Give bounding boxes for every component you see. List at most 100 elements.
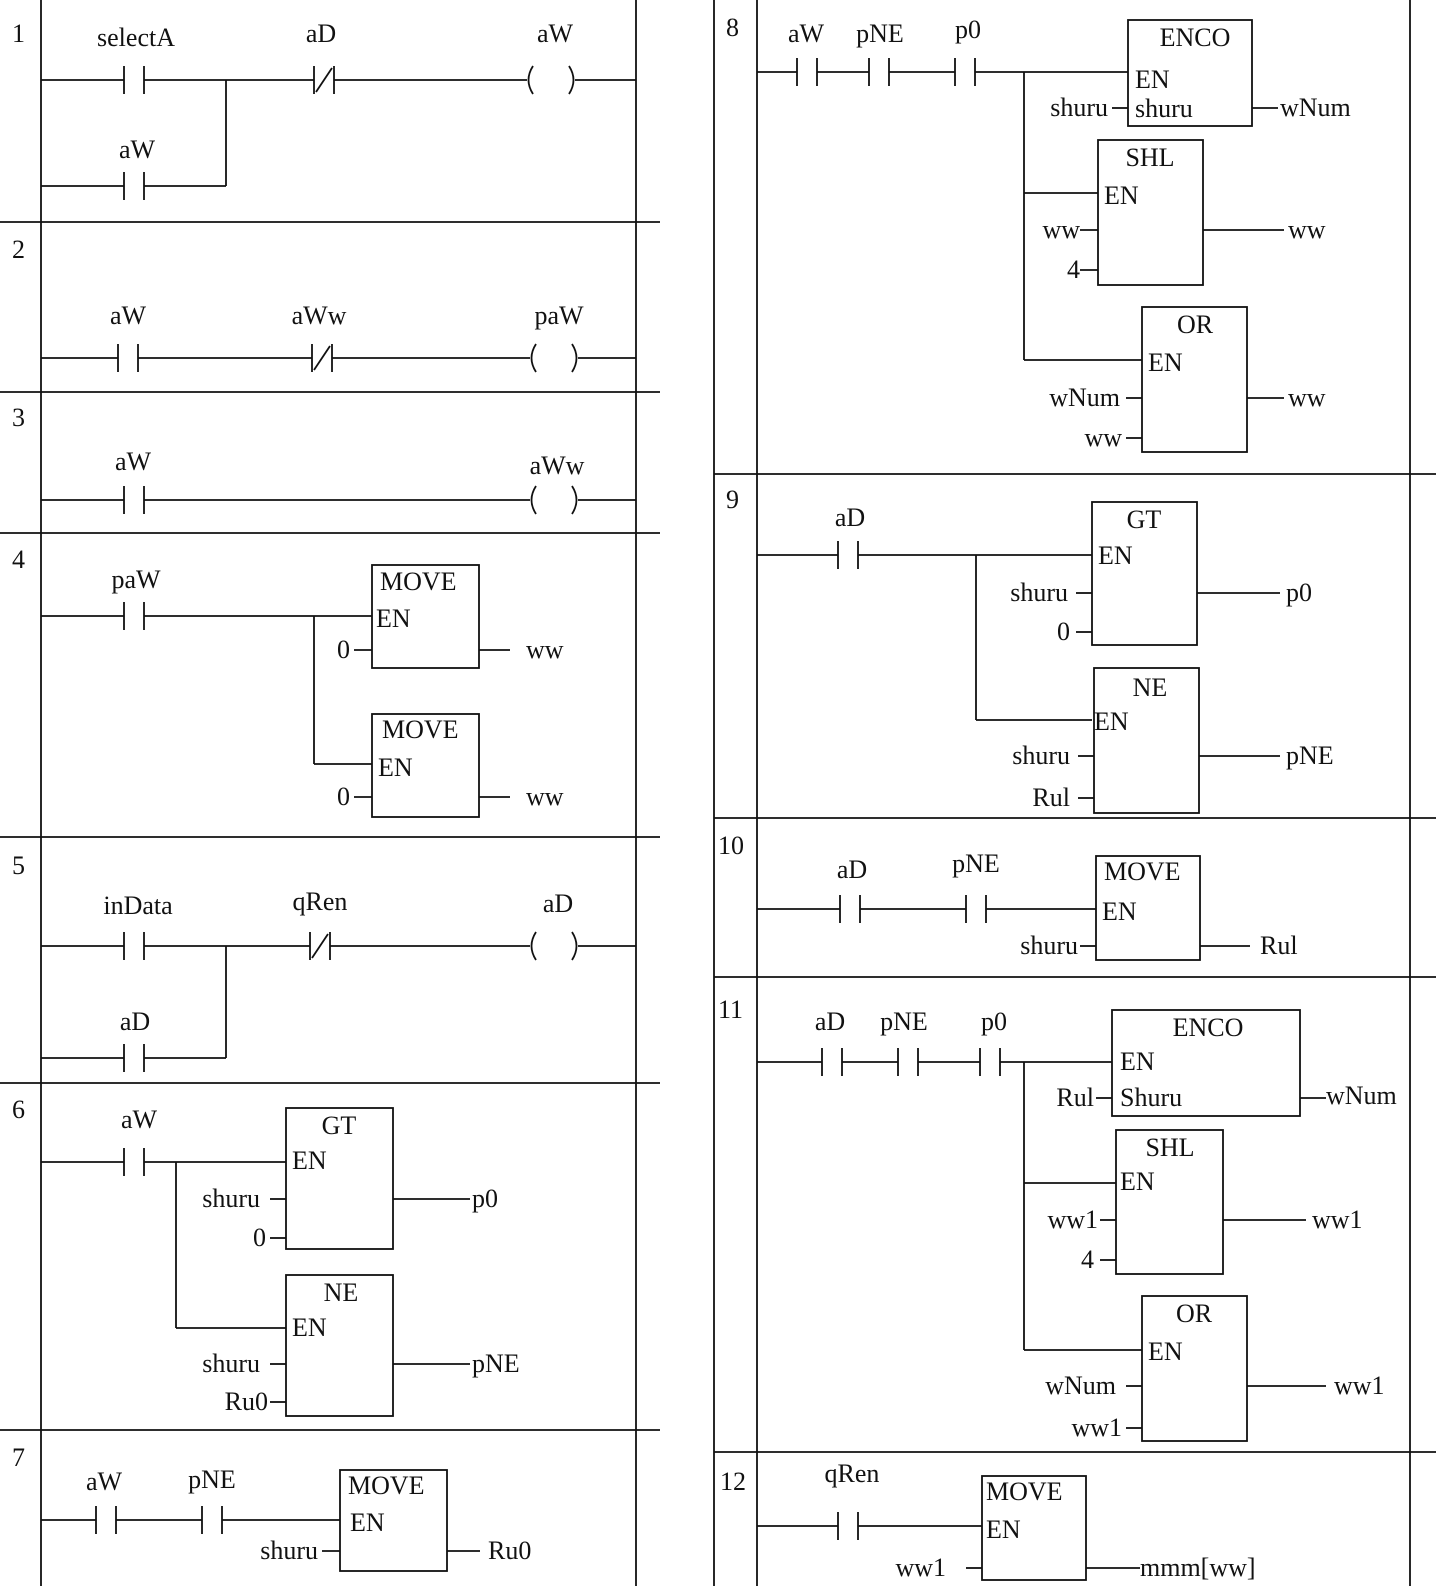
coil [527,65,534,95]
contact-label: aW [119,135,156,164]
network-number: 11 [718,995,743,1024]
en-pin-label: EN [292,1146,327,1175]
network-1: 1 selectA aD aW aW [12,19,636,200]
network-number: 6 [12,1095,25,1124]
en-pin-label: EN [1102,897,1137,926]
contact-label: paW [111,565,161,594]
output-label: ww [526,782,564,811]
network-number: 8 [726,13,739,42]
en-pin-label: EN [378,753,413,782]
contact-label: pNE [952,849,1000,878]
network-number: 12 [720,1467,746,1496]
input-label: shuru [260,1536,318,1565]
contact-label: aW [115,447,152,476]
function-block-or [1141,1295,1248,1442]
input-label: Rul [1056,1083,1094,1112]
block-title: MOVE [986,1477,1063,1506]
contact-label: aD [120,1007,150,1036]
input-label: ww1 [1071,1413,1122,1442]
output-label: ww [526,635,564,664]
function-block-enco [1127,19,1253,127]
output-label: wNum [1326,1081,1397,1110]
block-title: NE [1133,673,1168,702]
contact-label: aWw [292,301,347,330]
en-pin-label: EN [376,604,411,633]
coil [530,485,537,515]
coil [530,343,537,373]
network-number: 5 [12,851,25,880]
input-label: wNum [1049,383,1120,412]
output-label: ww1 [1334,1371,1385,1400]
en-pin-label: EN [1148,1337,1183,1366]
network-6: 6 aW GT EN shuru 0 p0 NE EN shuru Ru0 pN… [12,1095,520,1417]
block-title: SHL [1145,1133,1194,1162]
block-title: MOVE [1104,857,1181,886]
contact-label: aD [837,855,867,884]
output-label: Rul [1260,931,1298,960]
function-block-move [339,1469,448,1572]
contact-label: pNE [856,19,904,48]
function-block-move [981,1475,1087,1581]
en-pin-label: EN [1094,707,1129,736]
contact-label: aD [835,503,865,532]
input-label: 0 [337,782,350,811]
network-3: 3 aW aWw [12,403,636,515]
function-block-or [1141,306,1248,453]
output-label: p0 [1286,578,1312,607]
output-label: mmm[ww] [1140,1553,1256,1582]
input-label: shuru [1020,931,1078,960]
function-block-move [371,713,480,818]
en-pin-label: EN [350,1508,385,1537]
input-label: shuru [202,1349,260,1378]
coil-label: paW [534,301,584,330]
function-block-move [371,564,480,669]
function-block-enco [1111,1009,1301,1117]
en-pin-label: EN [1104,181,1139,210]
coil-label: aW [537,19,574,48]
output-label: Ru0 [488,1536,531,1565]
block-title: NE [324,1278,359,1307]
input-label: ww1 [1047,1205,1098,1234]
input-label: shuru [1010,578,1068,607]
input-label: Ru0 [225,1387,268,1416]
output-label: ww [1288,383,1326,412]
function-block-gt [285,1107,394,1250]
en-pin-label: EN [1120,1047,1155,1076]
block-title: OR [1176,1299,1213,1328]
input-label: shuru [1050,93,1108,122]
input-label: wNum [1045,1371,1116,1400]
contact-label: p0 [981,1007,1007,1036]
network-7: 7 aW pNE MOVE EN shuru Ru0 [12,1443,531,1572]
contact-label: aW [121,1105,158,1134]
input-label: ww [1084,423,1122,452]
block-title: GT [322,1111,357,1140]
contact-label: selectA [97,23,175,52]
contact-label: pNE [880,1007,928,1036]
en-pin-label: EN [1098,541,1133,570]
contact-label: aD [815,1007,845,1036]
network-12: 12 qRen MOVE EN ww1 mmm[ww] [720,1459,1256,1582]
input-label: shuru [202,1184,260,1213]
input-label: 0 [1057,617,1070,646]
input-label: 4 [1081,1245,1094,1274]
output-label: wNum [1280,93,1351,122]
network-4: 4 paW MOVE EN 0 ww MOVE EN 0 ww [12,545,564,818]
block-title: SHL [1125,143,1174,172]
block-title: OR [1177,310,1214,339]
en-pin-label: EN [1148,348,1183,377]
network-11: 11 aD pNE p0 ENCO EN Shuru Rul wNum SHL … [718,995,1397,1442]
output-label: p0 [472,1184,498,1213]
coil [530,931,537,961]
contact-label: p0 [955,15,981,44]
en-pin-label: EN [292,1313,327,1342]
output-label: ww1 [1312,1205,1363,1234]
network-number: 3 [12,403,25,432]
en-pin-label: EN [1135,65,1170,94]
network-10: 10 aD pNE MOVE EN shuru Rul [718,831,1298,961]
input-label: ww [1042,215,1080,244]
network-number: 1 [12,19,25,48]
block-title: MOVE [348,1471,425,1500]
contact-label: qRen [293,887,348,916]
network-number: 9 [726,485,739,514]
input-label: 0 [253,1223,266,1252]
